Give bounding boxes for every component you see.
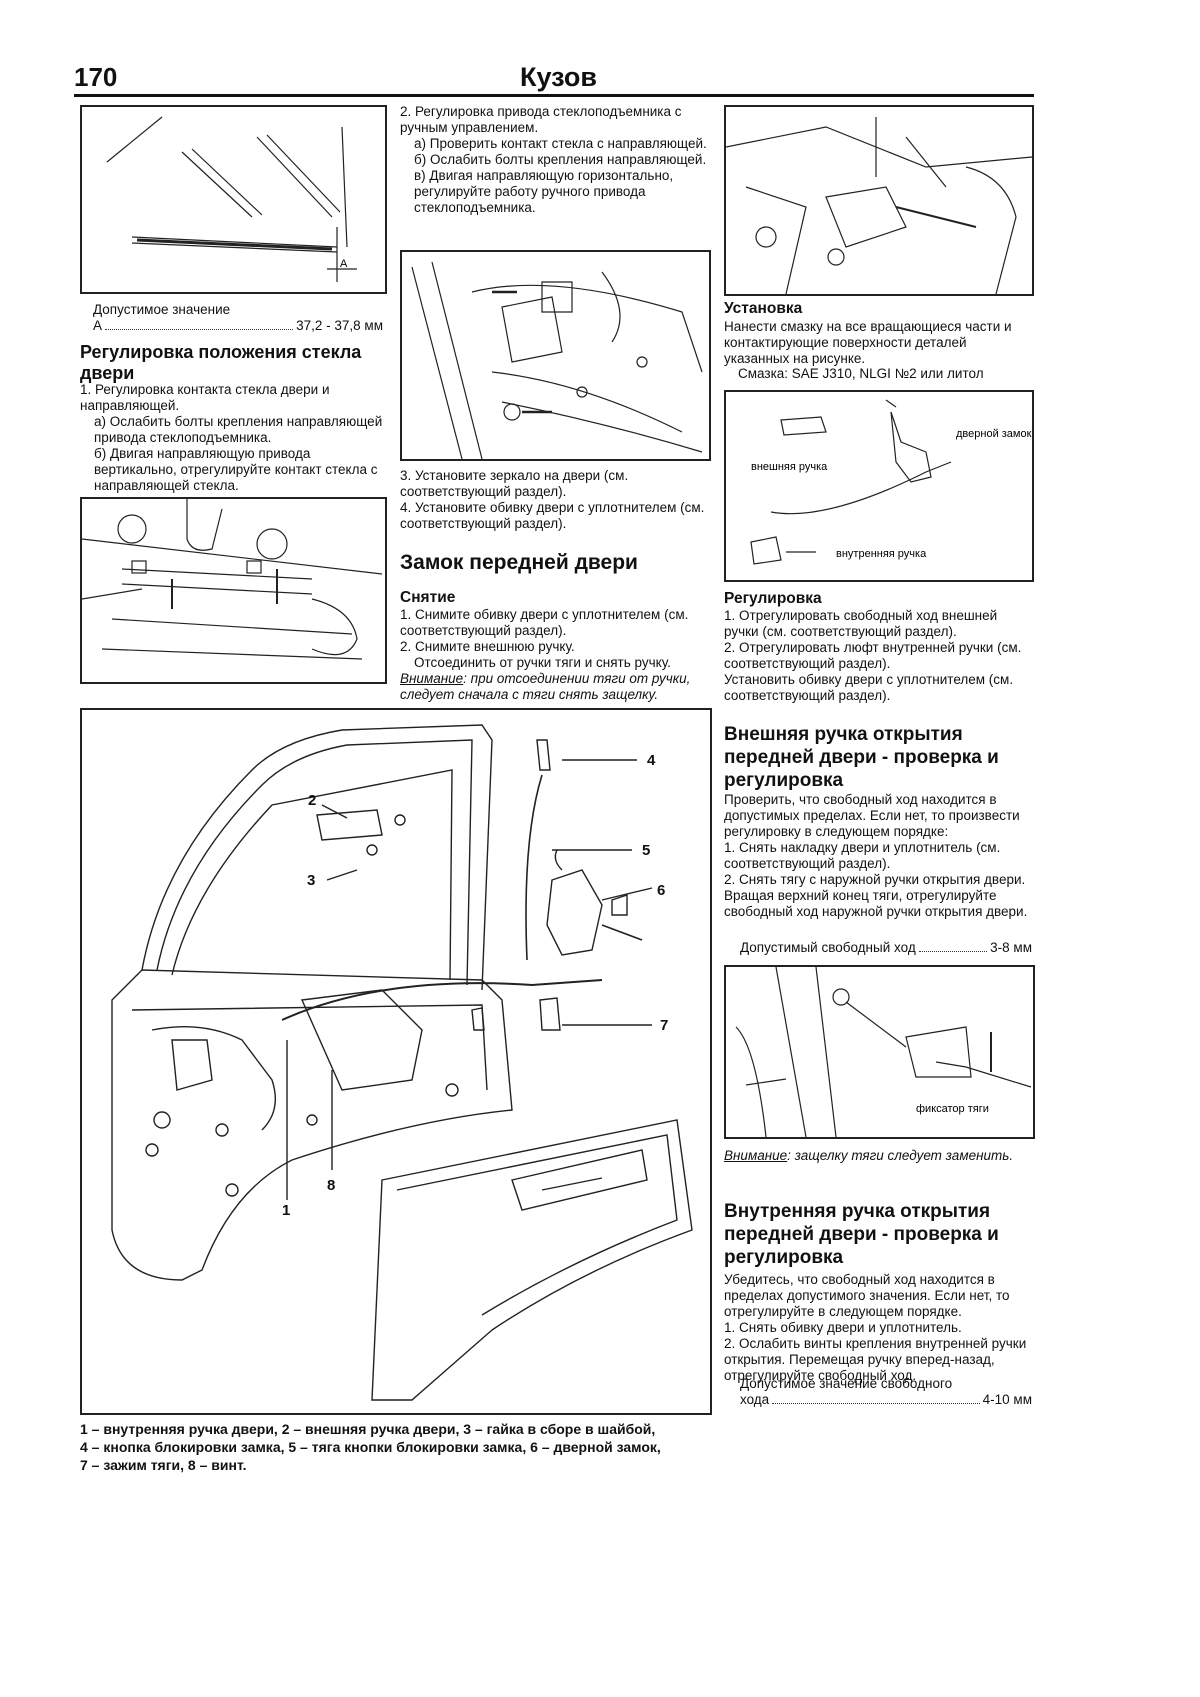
spec-label: Допустимое значение <box>93 302 231 317</box>
subheading-removal: Снятие <box>400 589 456 606</box>
heading-inner-handle: Внутренняя ручка открытия передней двери… <box>724 1201 999 1268</box>
legend-line-1: 1 – внутренняя ручка двери, 2 – внешняя … <box>80 1421 656 1437</box>
callout-6: 6 <box>657 882 665 899</box>
col2-item-4: в) Двигая направляющую горизонтально, ре… <box>414 168 674 215</box>
inner-spec-label: Допустимое значение свободного <box>740 1376 953 1391</box>
removal-item-3: Отсоединить от ручки тяги и снять ручку. <box>414 655 671 670</box>
col1-text: 1. Регулировка контакта стекла двери и н… <box>80 382 383 494</box>
col2-item-3: б) Ослабить болты крепления направляющей… <box>414 152 707 167</box>
adjust-item-3: Установить обивку двери с уплотнителем (… <box>724 672 1014 703</box>
inner-spec-label2: хода <box>740 1392 770 1407</box>
legend-line-3: 7 – зажим тяги, 8 – винт. <box>80 1457 247 1473</box>
col2-text-mid: 3. Установите зеркало на двери (см. соот… <box>400 468 710 532</box>
warning-text: : при отсоединении тяги от ручки, следуе… <box>400 671 691 702</box>
adjust-item-2: 2. Отрегулировать люфт внутренней ручки … <box>724 640 1022 671</box>
outer-item-4: Вращая верхний конец тяги, отрегулируйте… <box>724 888 1028 919</box>
page-number: 170 <box>74 62 118 92</box>
legend-line-2: 4 – кнопка блокировки замка, 5 – тяга кн… <box>80 1439 661 1455</box>
removal-item-1: 1. Снимите обивку двери с уплотнителем (… <box>400 607 689 638</box>
install-text: Нанести смазку на все вращающиеся части … <box>724 319 1012 366</box>
col2-removal: 1. Снимите обивку двери с уплотнителем (… <box>400 607 710 703</box>
inner-spec-value: 4-10 мм <box>982 1392 1032 1407</box>
spec-row-a: А 37,2 - 37,8 мм <box>93 318 383 334</box>
inner-spec-row: хода 4-10 мм <box>740 1392 1032 1408</box>
label-door-lock: дверной замок <box>956 428 1032 440</box>
warning-note: Внимание: при отсоединении тяги от ручки… <box>400 671 710 703</box>
spec-value: 37,2 - 37,8 мм <box>296 318 383 333</box>
outer-text: Проверить, что свободный ход находится в… <box>724 792 1032 920</box>
spec-param: А <box>93 318 103 333</box>
outer-item-2: 1. Снять накладку двери и уплотнитель (с… <box>724 840 1001 871</box>
callout-2: 2 <box>308 792 316 809</box>
callout-3: 3 <box>307 872 315 889</box>
col2-item-6: 4. Установите обивку двери с уплотнителе… <box>400 500 705 531</box>
figure-rod-fixer: фиксатор тяги <box>724 965 1035 1139</box>
lubricant-note: Смазка: SAE J310, NLGI №2 или литол <box>738 366 984 381</box>
col2-text-top: 2. Регулировка привода стеклоподъемника … <box>400 104 710 216</box>
inner-item-3: 2. Ослабить винты крепления внутренней р… <box>724 1336 1027 1383</box>
dot-leader <box>105 319 294 330</box>
heading-front-door-lock: Замок передней двери <box>400 551 638 574</box>
warning-label: Внимание <box>400 671 464 686</box>
adjust-text: 1. Отрегулировать свободный ход внешней … <box>724 608 1032 704</box>
heading-outer-handle: Внешняя ручка открытия передней двери - … <box>724 724 999 791</box>
removal-item-2: 2. Снимите внешнюю ручку. <box>400 639 575 654</box>
warning2-label: Внимание <box>724 1148 788 1163</box>
outer-spec-label: Допустимый свободный ход <box>740 940 916 955</box>
outer-spec-row: Допустимый свободный ход 3-8 мм <box>740 940 1032 956</box>
label-outer-handle: внешняя ручка <box>751 461 828 473</box>
col1-item-2: а) Ослабить болты крепления направляющей… <box>94 414 383 445</box>
warning2-note: Внимание: защелку тяги следует заменить. <box>724 1148 1032 1164</box>
inner-text: Убедитесь, что свободный ход находится в… <box>724 1272 1032 1384</box>
figure-glass-measure: A <box>80 105 387 294</box>
label-inner-handle: внутренняя ручка <box>836 548 927 560</box>
heading-adjustment: Регулировка <box>724 590 822 607</box>
col1-item-1: 1. Регулировка контакта стекла двери и н… <box>80 382 330 413</box>
figure-legend: 1 – внутренняя ручка двери, 2 – внешняя … <box>80 1420 710 1474</box>
callout-1: 1 <box>282 1202 290 1219</box>
callout-5: 5 <box>642 842 650 859</box>
running-head: Кузов <box>520 62 597 92</box>
dot-leader <box>772 1393 980 1404</box>
fig1-label-a: A <box>340 258 348 270</box>
heading-glass-position: Регулировка положения стекла двери <box>80 342 362 383</box>
figure-lock-mechanism <box>724 105 1034 296</box>
outer-spec-value: 3-8 мм <box>990 940 1032 955</box>
label-rod-fixer: фиксатор тяги <box>916 1103 989 1115</box>
figure-guide-adjust <box>80 497 387 684</box>
outer-item-3: 2. Снять тягу с наружной ручки открытия … <box>724 872 1026 887</box>
outer-item-1: Проверить, что свободный ход находится в… <box>724 792 1020 839</box>
col1-item-3: б) Двигая направляющую привода вертикаль… <box>94 446 378 493</box>
col2-item-5: 3. Установите зеркало на двери (см. соот… <box>400 468 629 499</box>
figure-door-exploded: 1 2 3 4 5 6 7 8 <box>80 708 712 1415</box>
callout-7: 7 <box>660 1017 668 1034</box>
figure-regulator-drive <box>400 250 711 461</box>
dot-leader <box>918 941 988 952</box>
col2-item-2: а) Проверить контакт стекла с направляющ… <box>414 136 707 151</box>
callout-8: 8 <box>327 1177 335 1194</box>
header-rule <box>74 94 1034 97</box>
warning2-text: : защелку тяги следует заменить. <box>787 1148 1014 1163</box>
inner-item-2: 1. Снять обивку двери и уплотнитель. <box>724 1320 962 1335</box>
inner-item-1: Убедитесь, что свободный ход находится в… <box>724 1272 1010 1319</box>
figure-lock-parts: внешняя ручка дверной замок внутренняя р… <box>724 390 1034 582</box>
callout-4: 4 <box>647 752 656 769</box>
adjust-item-1: 1. Отрегулировать свободный ход внешней … <box>724 608 998 639</box>
col2-item-1: 2. Регулировка привода стеклоподъемника … <box>400 104 682 135</box>
heading-installation: Установка <box>724 300 803 317</box>
